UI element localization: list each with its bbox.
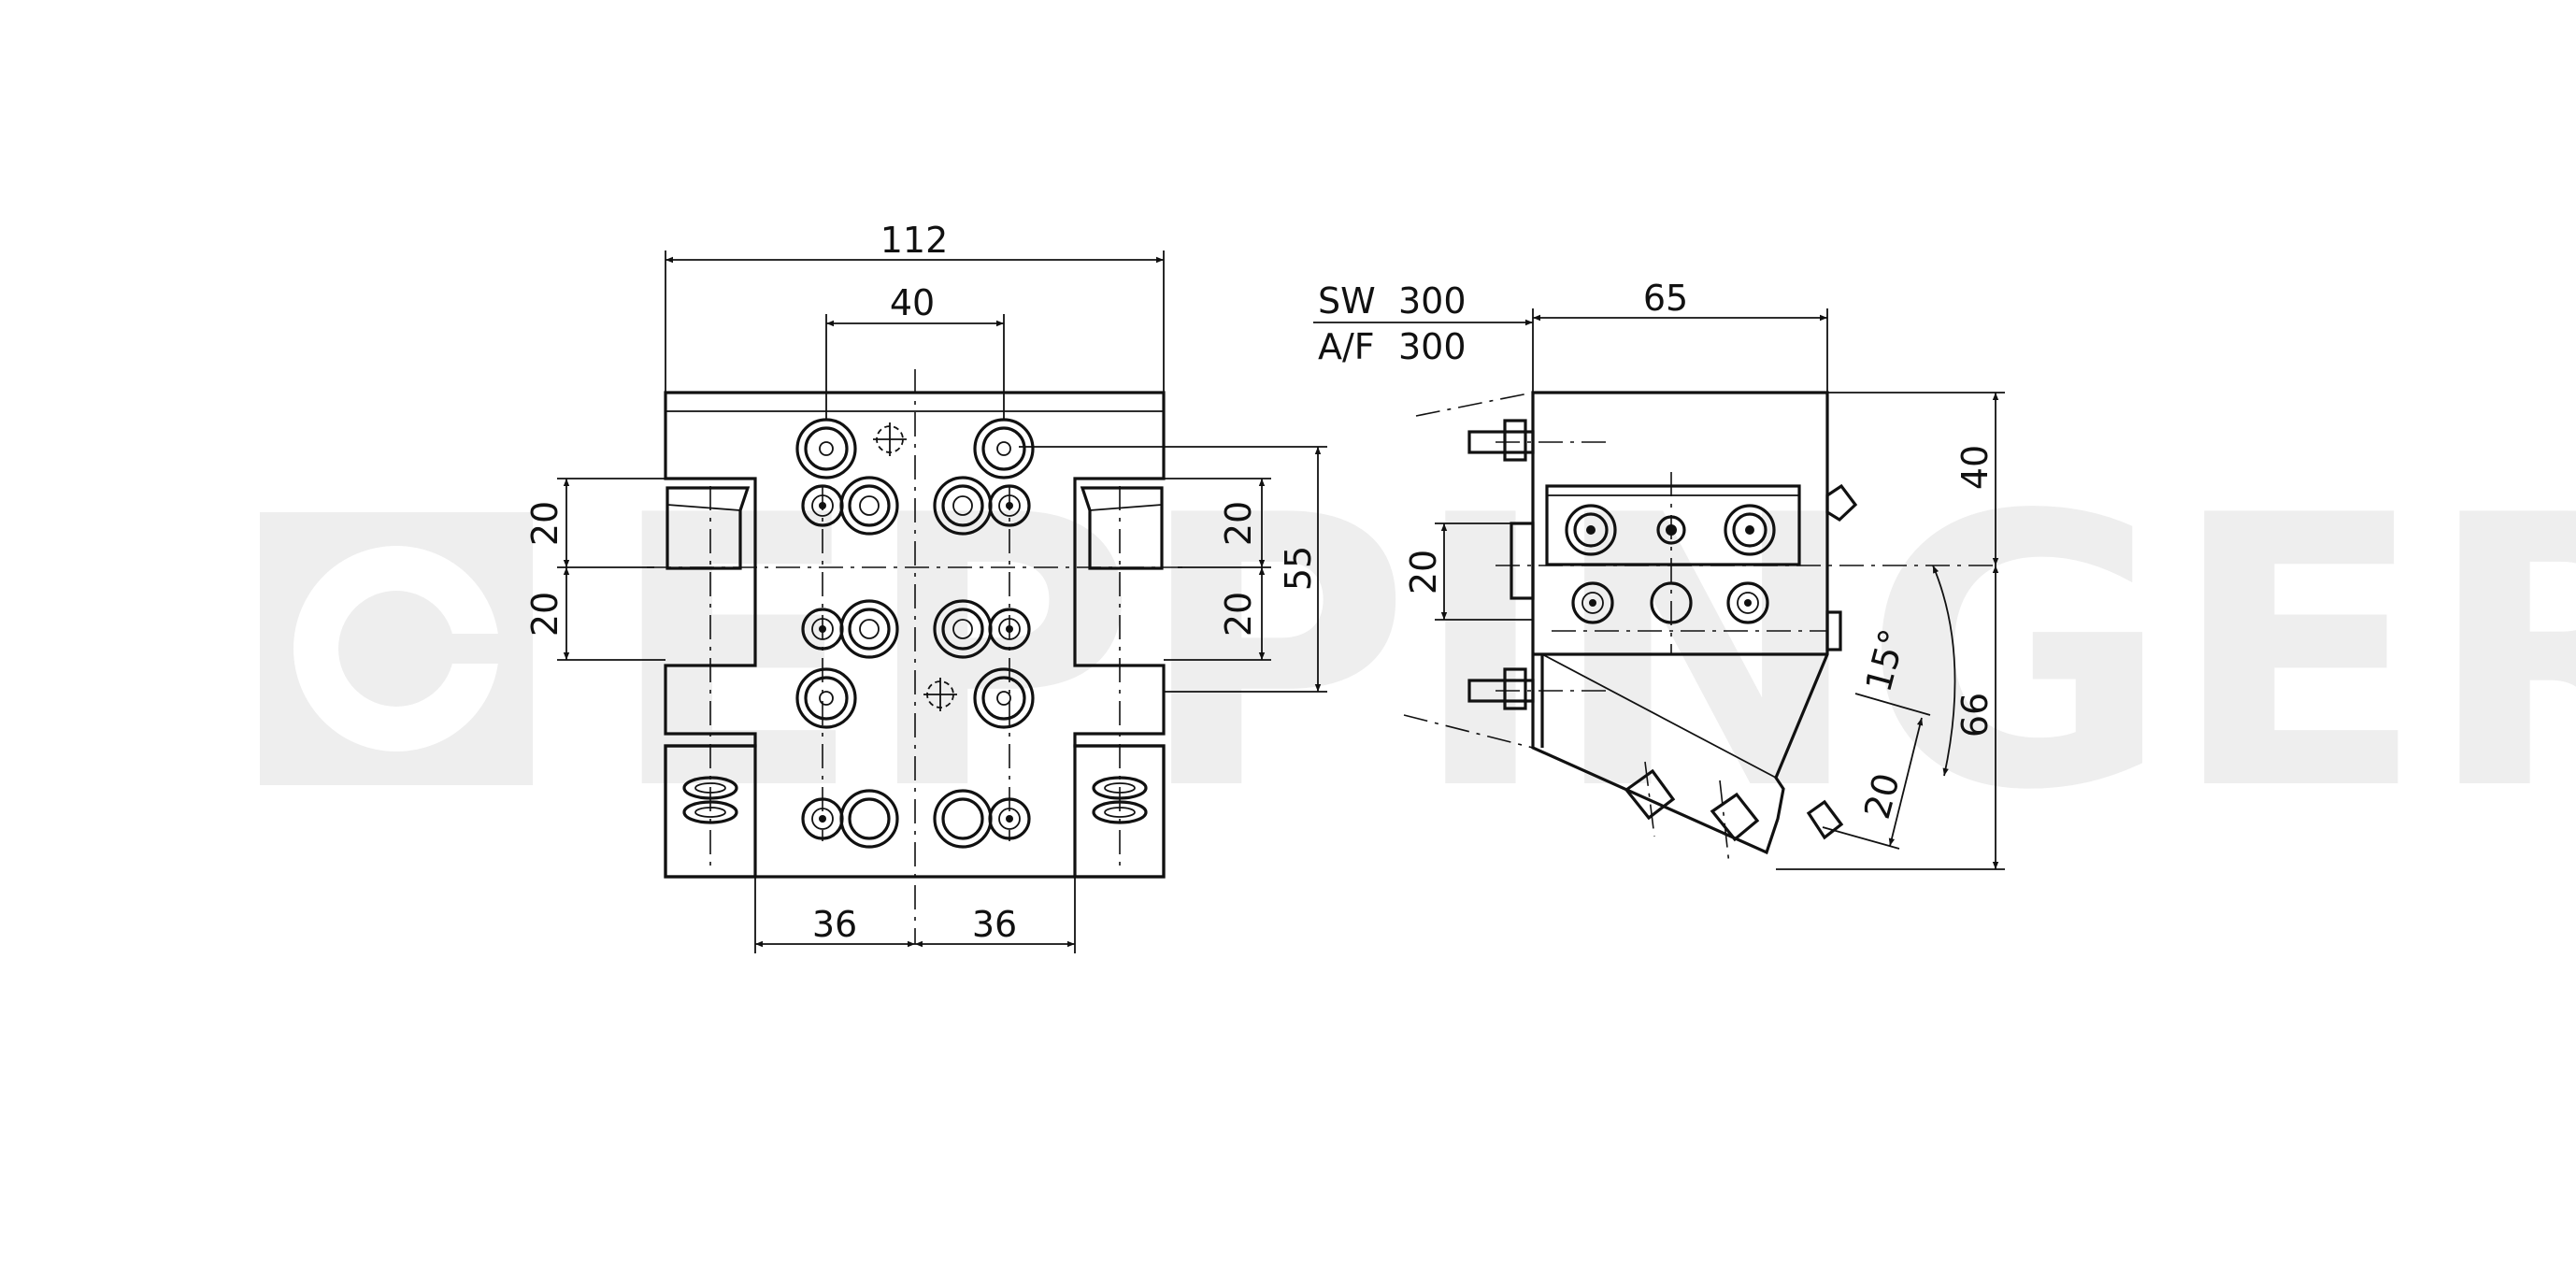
dim-depth: 65 — [1532, 278, 1828, 393]
dim-overall-width: 112 — [665, 220, 1165, 393]
dim-offset-label: 20 — [1403, 550, 1444, 594]
bolt-hole — [973, 667, 1035, 729]
front-center-lines — [647, 369, 1182, 944]
wrench-size-label: SW 300 A/F 300 — [1313, 280, 1533, 367]
af-value: 300 — [1398, 326, 1467, 367]
clamp-bolt — [933, 789, 993, 849]
dim-height-label: 55 — [1278, 546, 1319, 591]
clamp-bolt — [839, 476, 899, 536]
side-view-slope-inner — [1541, 653, 1777, 779]
left-wedge — [665, 486, 751, 570]
watermark: EPPINGER — [260, 437, 2576, 872]
dim-left-upper-label: 20 — [524, 501, 565, 546]
clamp-bolt — [839, 599, 899, 659]
dim-right-lower-label: 20 — [1218, 592, 1259, 637]
dim-upper-height-label: 40 — [1954, 445, 1996, 490]
dim-left-lower-label: 20 — [524, 592, 565, 637]
clamp-bolt — [839, 789, 899, 849]
dim-side-vertical: 40 66 — [1776, 392, 2005, 870]
clamp-bolt — [933, 476, 993, 536]
clamp-bolt — [933, 599, 993, 659]
dim-bottom-left-label: 36 — [812, 904, 857, 945]
eppinger-logo-icon — [260, 512, 533, 785]
right-wedge — [1080, 486, 1164, 570]
side-view-plate — [1545, 484, 1801, 566]
dim-right-vertical: 20 20 — [1164, 478, 1271, 661]
dim-height: 55 — [1019, 446, 1327, 693]
dim-depth-label: 65 — [1643, 278, 1688, 319]
side-lower-holes — [1571, 581, 1769, 624]
front-view: 112 40 20 20 20 20 — [524, 220, 1327, 953]
bolt-hole — [795, 667, 857, 729]
left-wedge-edge — [666, 504, 741, 511]
dim-left-vertical: 20 20 — [524, 478, 665, 661]
right-wedge-edge — [1089, 504, 1163, 511]
side-view: SW 300 A/F 300 65 40 66 20 — [1313, 278, 2005, 870]
dim-bolt-spacing: 40 — [825, 282, 1005, 421]
front-clamp-bolts — [839, 476, 993, 849]
sw-label: SW — [1318, 280, 1376, 322]
dim-bottom: 36 36 — [754, 877, 1076, 953]
dim-overall-width-label: 112 — [880, 220, 949, 261]
side-center-lines — [1403, 392, 1996, 866]
dim-bolt-spacing-label: 40 — [890, 282, 935, 323]
dim-right-upper-label: 20 — [1218, 501, 1259, 546]
af-label: A/F — [1318, 326, 1375, 367]
dim-bottom-right-label: 36 — [972, 904, 1017, 945]
coolant-marker — [873, 422, 957, 711]
side-pins — [1467, 419, 1858, 842]
sw-value: 300 — [1398, 280, 1467, 322]
dim-offset: 20 — [1403, 522, 1533, 621]
side-view-outline — [1531, 391, 1829, 855]
dim-lower-height-label: 66 — [1954, 693, 1996, 737]
